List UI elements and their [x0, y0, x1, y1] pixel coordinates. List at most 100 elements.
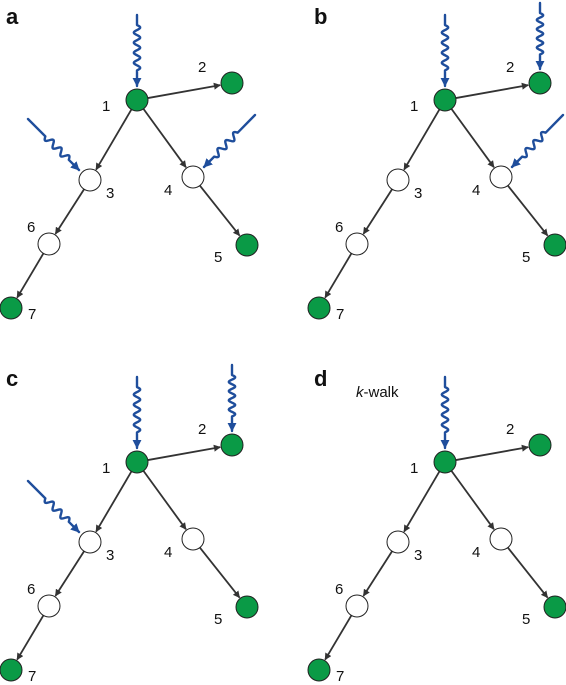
node-5-a: [235, 233, 259, 257]
panel-a: a 1 2 3 4 5 6 7: [0, 4, 259, 323]
edges-a: [16, 82, 241, 299]
panel-letter-b: b: [314, 4, 327, 29]
node-2-d: [528, 433, 552, 457]
node-label-2-a: 2: [198, 59, 206, 76]
node-7-b: [307, 296, 331, 320]
node-label-2-b: 2: [506, 59, 514, 76]
edge-3-6-b: [362, 188, 393, 235]
node-label-1-c: 1: [102, 460, 110, 477]
edge-1-2-c: [147, 444, 221, 461]
node-3-b: [386, 168, 410, 192]
node-label-5-a: 5: [214, 249, 222, 266]
node-label-5-b: 5: [522, 249, 530, 266]
node-1-b: [433, 88, 457, 112]
caption-rest-part: -walk: [364, 384, 400, 401]
signal-arrow-1-d: [440, 375, 450, 450]
signals-d: [440, 375, 450, 450]
node-label-4-b: 4: [472, 182, 480, 199]
edges-d: [324, 444, 549, 661]
node-4-a: [181, 165, 205, 189]
node-label-7-a: 7: [28, 306, 36, 323]
node-2-a: [220, 71, 244, 95]
node-4-b: [489, 165, 513, 189]
node-6-a: [37, 232, 61, 256]
node-label-3-c: 3: [106, 547, 114, 564]
edge-4-5-c: [199, 547, 241, 599]
node-label-2-d: 2: [506, 421, 514, 438]
node-5-d: [543, 595, 566, 619]
node-6-b: [345, 232, 369, 256]
node-label-6-b: 6: [335, 219, 343, 236]
edge-1-3-c: [95, 471, 133, 533]
node-1-c: [125, 450, 149, 474]
edge-1-4-a: [142, 108, 187, 168]
edge-6-7-a: [16, 253, 45, 299]
edge-1-2-a: [147, 82, 221, 99]
node-4-d: [489, 527, 513, 551]
signal-arrow-1-b: [440, 13, 450, 88]
node-3-d: [386, 530, 410, 554]
node-label-7-d: 7: [336, 668, 344, 685]
nodes-a: [0, 71, 259, 320]
node-2-b: [528, 71, 552, 95]
panel-letter-c: c: [6, 366, 18, 391]
node-label-6-d: 6: [335, 581, 343, 598]
edges-c: [16, 444, 241, 661]
node-label-3-a: 3: [106, 185, 114, 202]
node-1-d: [433, 450, 457, 474]
edge-1-3-d: [403, 471, 441, 533]
edge-6-7-c: [16, 615, 45, 661]
node-label-1-a: 1: [102, 98, 110, 115]
nodes-c: [0, 433, 259, 682]
node-label-5-d: 5: [522, 611, 530, 628]
nodes-d: [307, 433, 566, 682]
panel-caption-d: k-walk: [356, 384, 399, 401]
edge-1-4-b: [450, 108, 495, 168]
signal-arrow-2-c: [227, 363, 237, 433]
edge-1-3-a: [95, 109, 133, 171]
node-label-7-b: 7: [336, 306, 344, 323]
labels-a: 1 2 3 4 5 6 7: [27, 59, 222, 323]
edges-b: [324, 82, 549, 299]
edge-1-3-b: [403, 109, 441, 171]
node-6-d: [345, 594, 369, 618]
edge-3-6-a: [54, 188, 85, 235]
signal-arrow-4-b: [510, 113, 565, 169]
node-5-b: [543, 233, 566, 257]
node-1-a: [125, 88, 149, 112]
signal-arrow-4-a: [202, 113, 257, 169]
edge-6-7-d: [324, 615, 353, 661]
node-7-a: [0, 296, 23, 320]
node-label-6-a: 6: [27, 219, 35, 236]
node-7-c: [0, 658, 23, 682]
node-7-d: [307, 658, 331, 682]
node-6-c: [37, 594, 61, 618]
node-label-5-c: 5: [214, 611, 222, 628]
node-label-1-b: 1: [410, 98, 418, 115]
node-label-1-d: 1: [410, 460, 418, 477]
signal-arrow-1-a: [132, 13, 142, 88]
caption-italic-part: k: [356, 384, 365, 401]
edge-1-2-d: [455, 444, 529, 461]
edge-1-4-c: [142, 470, 187, 530]
edge-1-2-b: [455, 82, 529, 99]
edge-3-6-c: [54, 550, 85, 597]
node-label-4-a: 4: [164, 182, 172, 199]
node-2-c: [220, 433, 244, 457]
node-label-4-d: 4: [472, 544, 480, 561]
signals-a: [26, 13, 257, 172]
edge-3-6-d: [362, 550, 393, 597]
signals-c: [26, 363, 237, 534]
node-5-c: [235, 595, 259, 619]
signal-arrow-1-c: [132, 375, 142, 450]
edge-4-5-a: [199, 185, 241, 237]
panel-letter-a: a: [6, 4, 19, 29]
signal-arrow-3-a: [26, 117, 81, 172]
node-label-6-c: 6: [27, 581, 35, 598]
